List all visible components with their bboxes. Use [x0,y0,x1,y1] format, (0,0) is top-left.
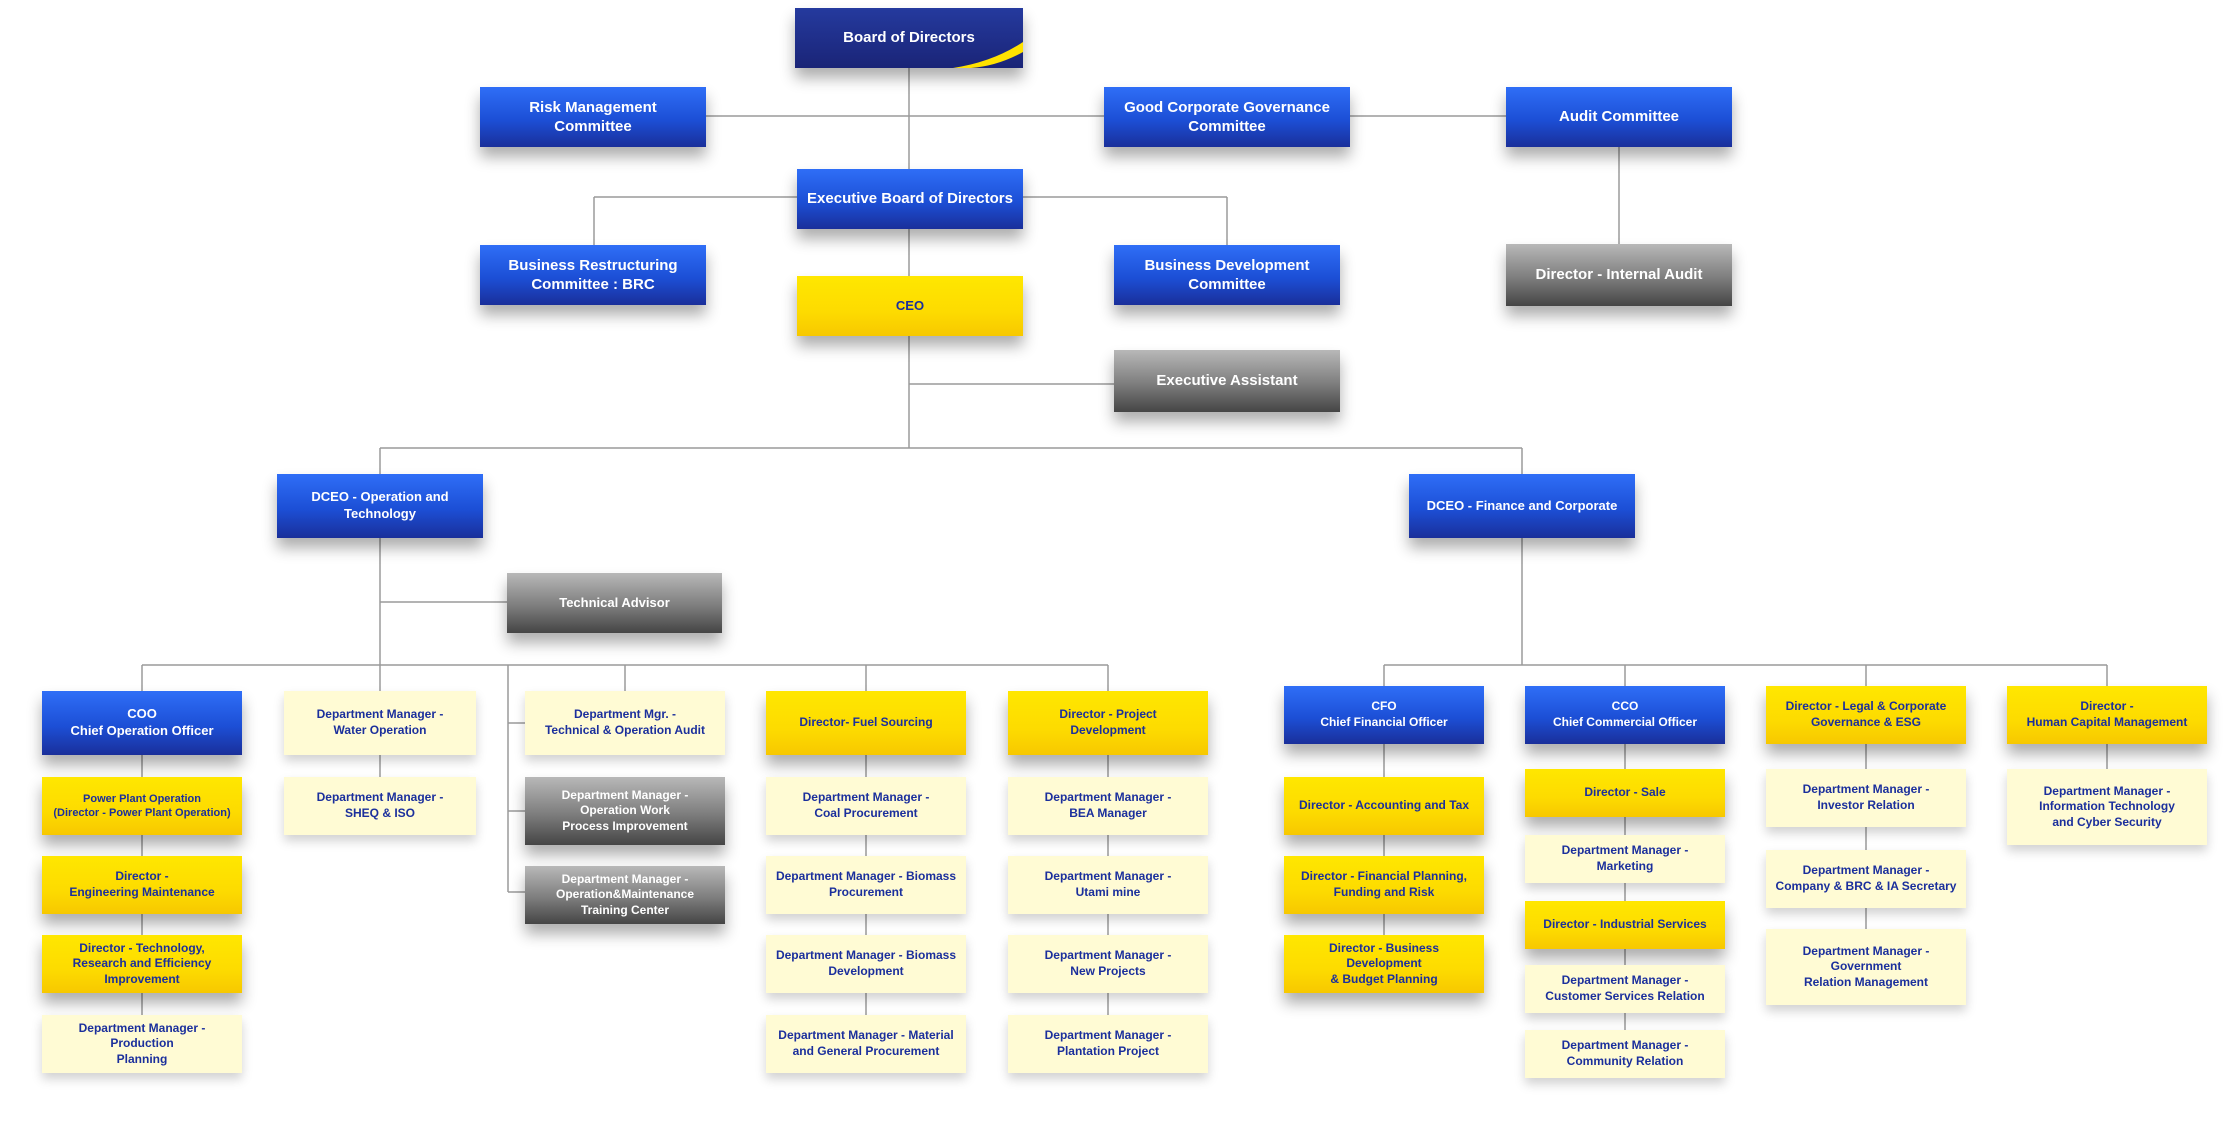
material-general-procurement-box[interactable]: Department Manager - Material and Genera… [766,1015,966,1073]
board-of-directors-box[interactable]: Board of Directors [795,8,1023,68]
dceo-finance-corporate-box[interactable]: DCEO - Finance and Corporate [1409,474,1635,538]
risk-management-committee-box[interactable]: Risk Management Committee [480,87,706,147]
coal-procurement-box[interactable]: Department Manager - Coal Procurement [766,777,966,835]
board-of-directors-label: Board of Directors [843,29,975,47]
sheq-iso-box[interactable]: Department Manager - SHEQ & ISO [284,777,476,835]
government-relation-box[interactable]: Department Manager - Government Relation… [1766,929,1966,1005]
utami-mine-box[interactable]: Department Manager - Utami mine [1008,856,1208,914]
power-plant-operation-box[interactable]: Power Plant Operation (Director - Power … [42,777,242,835]
cfo-box[interactable]: CFO Chief Financial Officer [1284,686,1484,744]
coo-box[interactable]: COO Chief Operation Officer [42,691,242,755]
production-planning-box[interactable]: Department Manager - Production Planning [42,1015,242,1073]
technical-operation-audit-box[interactable]: Department Mgr. - Technical & Operation … [525,691,725,755]
engineering-maintenance-box[interactable]: Director - Engineering Maintenance [42,856,242,914]
community-relation-box[interactable]: Department Manager - Community Relation [1525,1030,1725,1078]
water-operation-box[interactable]: Department Manager - Water Operation [284,691,476,755]
company-secretary-box[interactable]: Department Manager - Company & BRC & IA … [1766,850,1966,908]
technical-advisor-box[interactable]: Technical Advisor [507,573,722,633]
biomass-development-box[interactable]: Department Manager - Biomass Development [766,935,966,993]
audit-committee-box[interactable]: Audit Committee [1506,87,1732,147]
director-sale-box[interactable]: Director - Sale [1525,769,1725,817]
executive-assistant-box[interactable]: Executive Assistant [1114,350,1340,412]
industrial-services-box[interactable]: Director - Industrial Services [1525,901,1725,949]
investor-relation-box[interactable]: Department Manager - Investor Relation [1766,769,1966,827]
legal-governance-esg-box[interactable]: Director - Legal & Corporate Governance … [1766,686,1966,744]
technology-research-box[interactable]: Director - Technology, Research and Effi… [42,935,242,993]
cco-box[interactable]: CCO Chief Commercial Officer [1525,686,1725,744]
human-capital-management-box[interactable]: Director - Human Capital Management [2007,686,2207,744]
brc-committee-box[interactable]: Business Restructuring Committee : BRC [480,245,706,305]
training-center-box[interactable]: Department Manager - Operation&Maintenan… [525,866,725,924]
fuel-sourcing-box[interactable]: Director- Fuel Sourcing [766,691,966,755]
marketing-box[interactable]: Department Manager - Marketing [1525,835,1725,883]
ceo-box[interactable]: CEO [797,276,1023,336]
new-projects-box[interactable]: Department Manager - New Projects [1008,935,1208,993]
financial-planning-box[interactable]: Director - Financial Planning, Funding a… [1284,856,1484,914]
business-development-committee-box[interactable]: Business Development Committee [1114,245,1340,305]
business-development-budget-box[interactable]: Director - Business Development & Budget… [1284,935,1484,993]
gcg-committee-box[interactable]: Good Corporate Governance Committee [1104,87,1350,147]
biomass-procurement-box[interactable]: Department Manager - Biomass Procurement [766,856,966,914]
bea-manager-box[interactable]: Department Manager - BEA Manager [1008,777,1208,835]
customer-services-relation-box[interactable]: Department Manager - Customer Services R… [1525,965,1725,1013]
dceo-operation-technology-box[interactable]: DCEO - Operation and Technology [277,474,483,538]
director-internal-audit-box[interactable]: Director - Internal Audit [1506,244,1732,306]
executive-board-box[interactable]: Executive Board of Directors [797,169,1023,229]
it-cyber-security-box[interactable]: Department Manager - Information Technol… [2007,769,2207,845]
accounting-tax-box[interactable]: Director - Accounting and Tax [1284,777,1484,835]
plantation-project-box[interactable]: Department Manager - Plantation Project [1008,1015,1208,1073]
project-development-box[interactable]: Director - Project Development [1008,691,1208,755]
operation-work-process-box[interactable]: Department Manager - Operation Work Proc… [525,777,725,845]
